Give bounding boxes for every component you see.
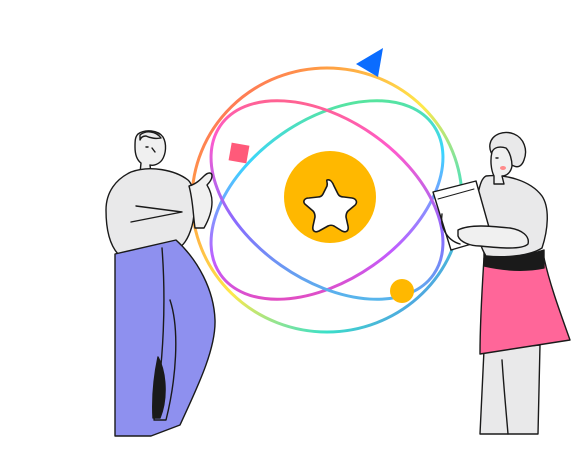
person-left-pants	[114, 239, 216, 437]
atom	[190, 48, 464, 334]
person-left-shirt	[105, 168, 196, 255]
person-right	[432, 131, 571, 435]
orbit-ring-tilted-b	[209, 99, 445, 301]
person-left-head	[134, 130, 167, 174]
person-left	[105, 130, 216, 437]
triangle-icon	[356, 48, 383, 77]
star-icon	[303, 178, 358, 233]
dot-icon	[390, 279, 414, 303]
person-right-head	[490, 146, 513, 185]
person-right-legs	[479, 344, 541, 435]
person-right-arm	[457, 225, 529, 249]
square-icon	[228, 142, 250, 164]
orbit-ring-tilted-a	[209, 99, 445, 301]
person-right-blush	[500, 166, 506, 170]
person-left-arm	[188, 172, 213, 229]
person-right-skirt	[479, 257, 571, 355]
person-left-shoe	[152, 356, 166, 419]
